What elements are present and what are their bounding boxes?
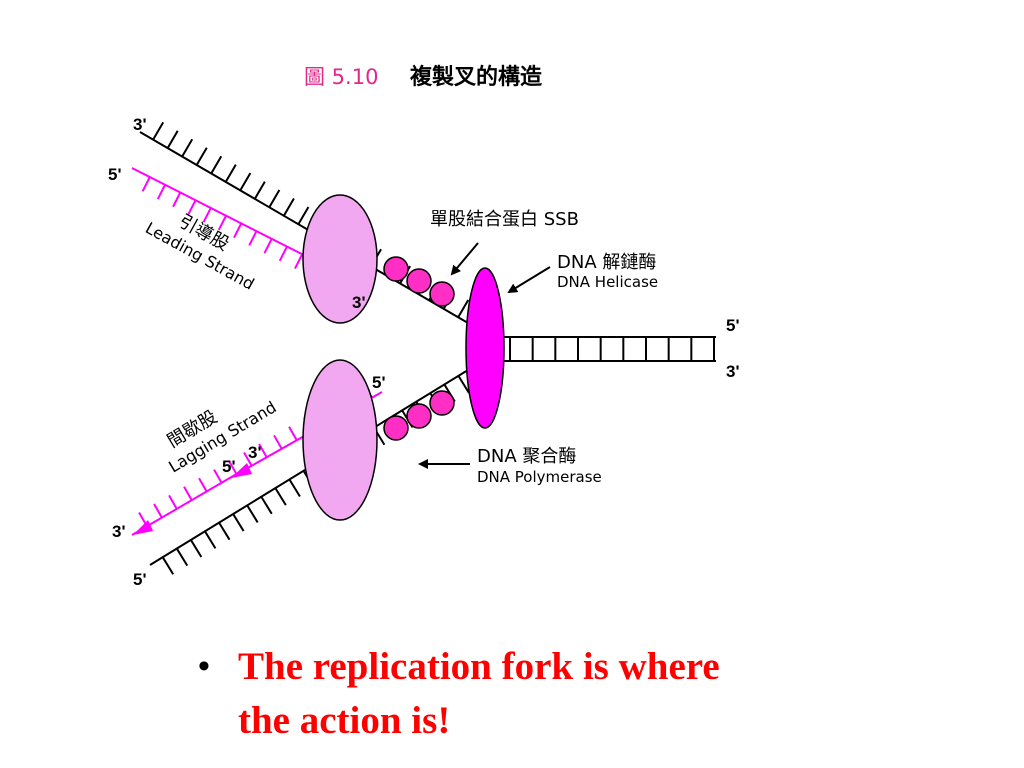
base-pair-rung: [181, 138, 194, 158]
base-pair-rung: [152, 121, 165, 141]
label-bottom-5prime: 5': [133, 570, 147, 589]
base-pair-rung: [204, 530, 217, 549]
base-pair-rung: [253, 181, 266, 200]
base-pair-rung: [183, 486, 193, 502]
ssb-pointer-arrow: [450, 242, 479, 276]
figure-number: 圖 5.10: [304, 65, 378, 89]
label-right-5prime: 5': [726, 316, 740, 335]
base-pair-rung: [297, 206, 310, 225]
base-pair-rung: [218, 522, 231, 541]
base-pair-rung: [153, 503, 163, 519]
base-pair-rung: [156, 184, 166, 200]
polymerase-label-en: DNA Polymerase: [477, 468, 602, 486]
base-pair-rung: [288, 426, 298, 442]
figure-title: 複製叉的構造: [410, 64, 542, 90]
bullet-point: • The replication fork is where the acti…: [198, 640, 898, 748]
base-pair-rung: [274, 487, 287, 506]
base-pair-rung: [288, 478, 301, 498]
base-pair-rung: [172, 192, 182, 208]
base-pair-rung: [258, 443, 268, 459]
base-pair-rung: [213, 469, 223, 485]
lagging-fragment-arrowhead-1: [231, 463, 252, 478]
polymerase-lagging: [302, 359, 378, 521]
ssb-proteins-bottom: [383, 390, 455, 441]
base-pair-rung: [243, 451, 253, 467]
bullet-line-1: The replication fork is where: [238, 645, 720, 688]
base-pair-rung: [224, 164, 237, 183]
polymerase-label-zh: DNA 聚合酶: [477, 446, 576, 467]
base-pair-rung: [246, 504, 259, 523]
base-pair-rung: [141, 176, 151, 192]
ssb-proteins-top: [383, 256, 455, 307]
base-pair-rung: [278, 246, 288, 262]
ssb-label: 單股結合蛋白 SSB: [430, 209, 579, 230]
helicase-label-zh: DNA 解鏈酶: [557, 252, 656, 273]
helicase: [465, 267, 505, 429]
label-leading-3prime: 3': [352, 293, 366, 312]
base-pair-rung: [457, 375, 470, 394]
base-pair-rung: [273, 434, 283, 450]
base-pair-rung: [187, 199, 197, 215]
bullet-line-2: the action is!: [238, 699, 451, 742]
base-pair-rung: [190, 539, 203, 558]
label-lagging-5prime-inner: 5': [372, 373, 386, 392]
base-pair-rung: [232, 513, 245, 532]
helicase-pointer-arrow: [507, 266, 551, 294]
base-pair-rung: [210, 155, 223, 174]
helicase-label-en: DNA Helicase: [557, 273, 658, 291]
label-lagging-5prime: 5': [222, 457, 236, 476]
base-pair-rung: [161, 556, 175, 575]
base-pair-rung: [294, 253, 304, 269]
base-pair-rung: [233, 222, 243, 239]
label-lagging-3prime: 3': [248, 443, 262, 462]
base-pair-rung: [202, 207, 212, 223]
base-pair-rung: [168, 494, 178, 510]
label-top-5prime: 5': [108, 165, 122, 184]
base-pair-rung: [166, 130, 179, 149]
base-pair-rung: [217, 215, 227, 231]
base-pair-rung: [239, 172, 252, 191]
bullet-marker: •: [198, 648, 210, 685]
base-pair-rung: [282, 197, 295, 217]
label-right-3prime: 3': [726, 362, 740, 381]
base-pair-rung: [260, 496, 273, 515]
base-pair-rung: [175, 548, 189, 567]
label-bottom-3prime: 3': [112, 522, 126, 541]
label-top-3prime: 3': [133, 115, 147, 134]
base-pair-rung: [457, 299, 470, 318]
polymerase-leading: [302, 194, 378, 324]
base-pair-rung: [263, 238, 273, 254]
lagging-fragment-arrowhead-2: [133, 520, 153, 535]
base-pair-rung: [228, 460, 238, 476]
base-pair-rung: [268, 189, 281, 208]
base-pair-rung: [248, 230, 258, 246]
replication-fork-diagram: 圖 5.10 複製叉的構造 3' 5' 3' 5' 3': [108, 64, 740, 589]
base-pair-rung: [198, 477, 208, 493]
duplex-rungs: [509, 337, 715, 361]
base-pair-rung: [195, 147, 208, 166]
